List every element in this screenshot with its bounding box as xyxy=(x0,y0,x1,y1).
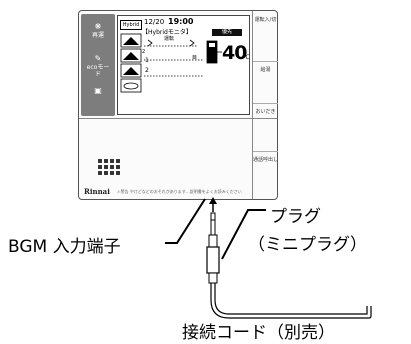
eco-button[interactable]: ✎ ecoモード xyxy=(86,54,110,78)
leaf-icon: ✎ xyxy=(94,54,102,63)
bgm-terminal-label: BGM 入力端子 xyxy=(8,237,121,257)
eco-button-label: ecoモード xyxy=(86,64,110,78)
screen-graphics xyxy=(120,33,222,93)
hot-water-button[interactable]: 給湯 xyxy=(260,67,271,73)
power-button[interactable]: 運転入/切 xyxy=(254,17,277,23)
mini-plug-icon xyxy=(206,212,220,284)
brand-logo: Rinnai xyxy=(84,187,110,196)
reheat-button-label: 再運 xyxy=(91,32,104,39)
row-1-label: 1 xyxy=(145,57,149,64)
cable-label: 接続コード（別売） xyxy=(182,323,335,343)
house-icon xyxy=(120,33,142,48)
screen-mode: 【Hybridモニタ】 xyxy=(142,29,192,36)
plug-leader-line xyxy=(221,209,266,260)
temperature-value: 40 xyxy=(222,42,247,64)
reheat-bath-button[interactable]: おいだき xyxy=(255,109,276,115)
flame-icon: ❋ xyxy=(94,22,102,31)
reheat-button[interactable]: ❋ 再運 xyxy=(86,22,110,44)
bgm-leader-line xyxy=(165,198,206,244)
bath-icon xyxy=(120,78,142,93)
mini-plug-label: （ミニプラグ） xyxy=(248,235,367,255)
speaker-grille xyxy=(98,159,120,181)
temperature-unit: ℃ xyxy=(243,54,250,61)
hybrid-tag: Hybrid xyxy=(120,20,142,30)
left-button-strip: ❋ 再運 ✎ ecoモード ▣ xyxy=(81,14,115,116)
row-end-label: 目 xyxy=(192,55,198,61)
insert-arrow-icon xyxy=(209,197,217,212)
right-button-column: 運転入/切 給湯 おいだき 通話呼出し xyxy=(252,11,278,199)
screen-state-label: 運転 xyxy=(164,36,175,42)
intercom-button[interactable]: 通話呼出し xyxy=(253,157,279,163)
plug-label: プラグ xyxy=(270,207,321,227)
lcd-screen: Hybrid 12/20 19:00 【Hybridモニタ】 運転 優先 xyxy=(117,15,250,115)
square-icon: ▣ xyxy=(94,86,102,95)
screen-date: 12/20 xyxy=(144,18,165,26)
house-icon xyxy=(120,63,142,78)
priority-badge: 優先 xyxy=(212,29,242,36)
house-icon xyxy=(120,48,142,63)
cable xyxy=(210,283,372,319)
screen-time: 19:00 xyxy=(168,17,194,26)
left-mark: 2 xyxy=(142,49,146,55)
menu-button[interactable]: ▣ xyxy=(86,86,110,108)
remote-controller: ❋ 再運 ✎ ecoモード ▣ Hybrid 12/20 19:00 【Hybr… xyxy=(78,10,278,200)
warning-label: ⚠警告 やけどなどのおそれがあります…説明書をよくお読みください xyxy=(117,189,242,194)
row-2-label: 2 xyxy=(145,67,149,74)
top-panel: ❋ 再運 ✎ ecoモード ▣ Hybrid 12/20 19:00 【Hybr… xyxy=(79,11,277,119)
